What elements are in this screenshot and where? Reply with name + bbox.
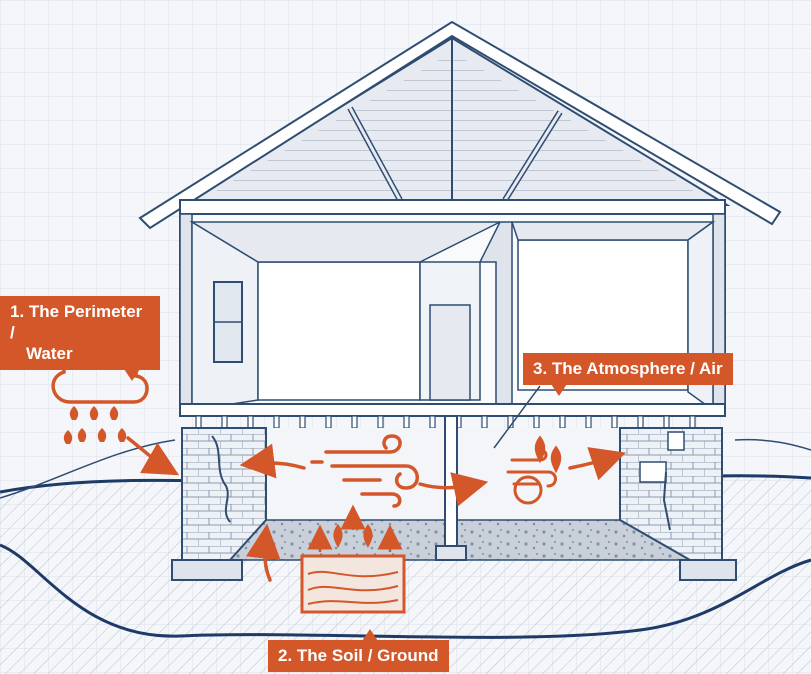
arrow-rain-to-wall — [126, 436, 180, 476]
floor-joist — [299, 415, 306, 429]
floor-joist — [637, 415, 644, 429]
perimeter-water-callout: 1. The Perimeter / Water — [0, 296, 160, 381]
floor-joist — [325, 415, 332, 429]
atmosphere-callout-text: 3. The Atmosphere / Air — [533, 359, 723, 378]
floor-joist — [429, 415, 436, 429]
atmosphere-air-callout: 3. The Atmosphere / Air — [523, 353, 733, 396]
soil-ground-callout: 2. The Soil / Ground — [268, 629, 449, 672]
roof-sheathing — [200, 52, 710, 200]
roof-truss-left-inner — [348, 107, 402, 201]
floor-joist — [533, 415, 540, 429]
atmosphere-pointer-line — [493, 385, 541, 449]
horizon-line-right — [734, 438, 811, 451]
right-room-ceiling — [510, 221, 716, 241]
floor-joist — [273, 415, 280, 429]
roof-outline — [138, 20, 782, 230]
floor-joist — [585, 415, 592, 429]
wind-icon — [310, 434, 419, 508]
left-room-back-wall — [257, 261, 421, 401]
center-pier-post — [444, 415, 458, 547]
utility-box — [639, 461, 667, 483]
center-pier-footing — [435, 545, 467, 561]
roof-truss-right-inner — [503, 111, 562, 201]
ground-boundary — [0, 543, 811, 639]
floor-joist — [559, 415, 566, 429]
floor-joist — [351, 415, 358, 429]
callout-tail — [124, 369, 140, 381]
floor-joist — [689, 415, 696, 429]
right-footing — [679, 559, 737, 581]
callout-tail — [362, 629, 378, 641]
floor-joist — [377, 415, 384, 429]
crawlspace-interior — [266, 428, 620, 520]
arrow-air-to-wall — [239, 443, 306, 479]
left-exterior-wall — [179, 213, 193, 411]
perimeter-callout-line2: Water — [26, 344, 73, 363]
foundation-vent — [667, 431, 685, 451]
arrow-air-to-humid — [418, 472, 489, 507]
floor-joist — [403, 415, 410, 429]
interior-door — [429, 304, 471, 401]
floor-joist — [481, 415, 488, 429]
flow-arrows — [126, 436, 626, 582]
soil-moisture-icon — [300, 504, 406, 614]
left-footing — [171, 559, 243, 581]
humid-air-icon — [506, 435, 562, 505]
floor-deck — [179, 403, 726, 417]
floor-joist — [247, 415, 254, 429]
floor-joist — [611, 415, 618, 429]
wall-crack — [211, 435, 231, 523]
utility-conduit — [662, 471, 671, 531]
soil-callout-text: 2. The Soil / Ground — [278, 646, 439, 665]
arrow-humid-to-vent — [568, 447, 626, 481]
floor-joist — [195, 415, 202, 429]
callout-tail — [551, 384, 567, 396]
floor-joist — [663, 415, 670, 429]
floor-joists — [195, 415, 696, 429]
floor-joist — [221, 415, 228, 429]
arrow-ground-up — [245, 523, 281, 582]
perimeter-callout-line1: 1. The Perimeter / — [10, 302, 143, 342]
